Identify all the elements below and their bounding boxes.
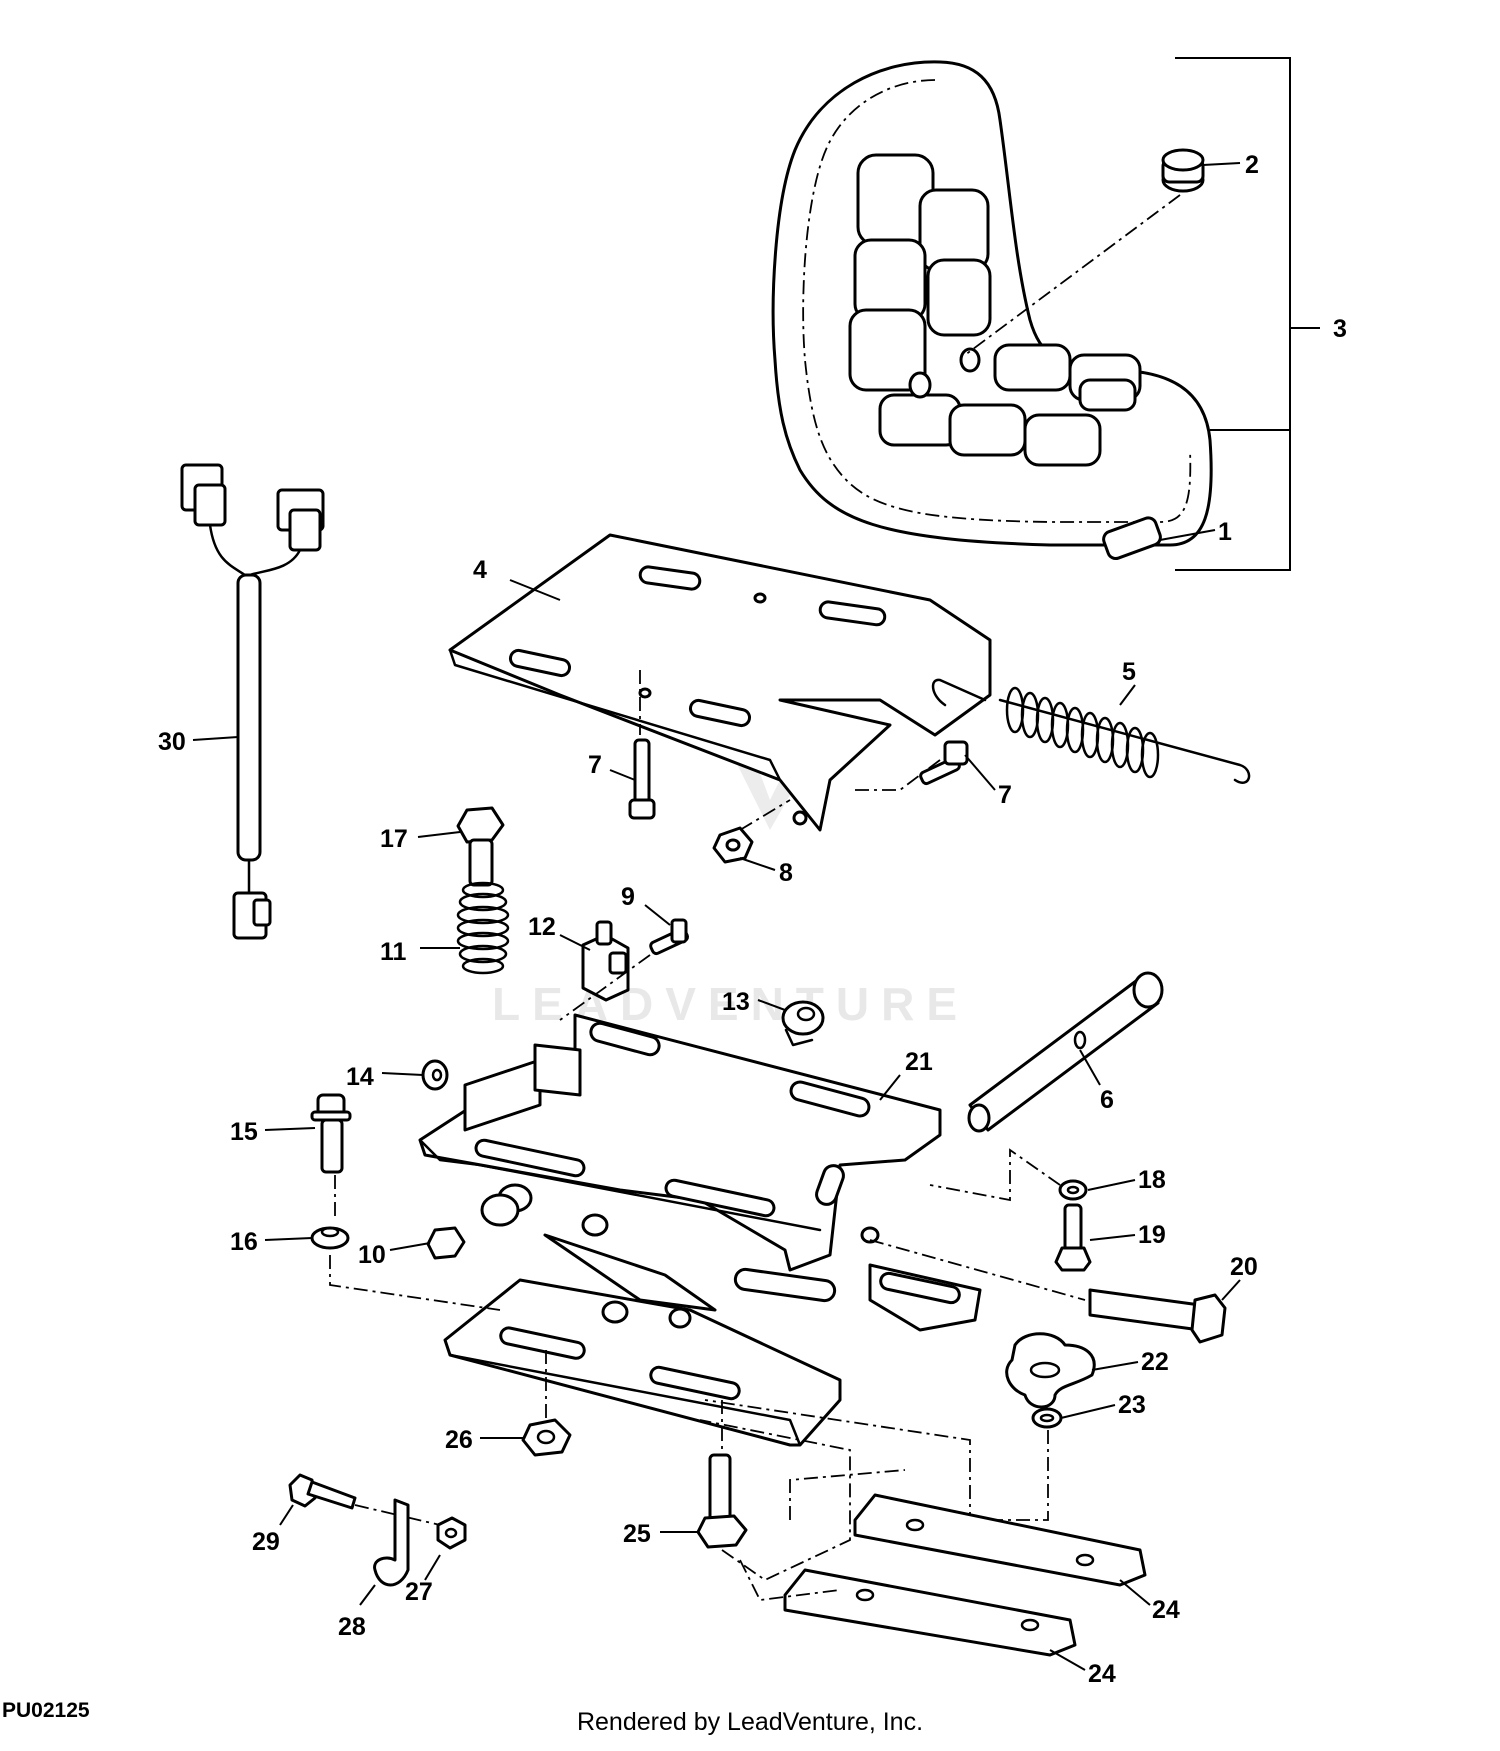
seat-plate-part-4 (448, 533, 992, 832)
render-credit: Rendered by LeadVenture, Inc. (576, 1708, 924, 1736)
callout-3: 3 (1333, 315, 1347, 343)
callout-5: 5 (1122, 658, 1136, 686)
bolt-part-7b (919, 740, 969, 786)
bolt-part-29 (288, 1473, 441, 1526)
pivot-pin-part-6 (967, 971, 1164, 1133)
nut-part-10 (426, 1226, 466, 1260)
callout-29: 29 (252, 1528, 280, 1556)
callout-18: 18 (1138, 1166, 1166, 1194)
callout-7b: 7 (998, 781, 1012, 809)
plate-part-24a (853, 1493, 1147, 1587)
callout-24b: 24 (1088, 1660, 1116, 1688)
callout-13: 13 (722, 988, 750, 1016)
callout-8: 8 (779, 859, 793, 887)
callout-10: 10 (358, 1241, 386, 1269)
bolt-part-7a (628, 738, 656, 820)
washer-part-16 (310, 1175, 501, 1311)
washer-part-14 (421, 1059, 449, 1091)
nut-part-8 (712, 799, 791, 864)
callout-9: 9 (621, 883, 635, 911)
callout-28: 28 (338, 1613, 366, 1641)
screw-part-9 (559, 918, 690, 1021)
callout-24a: 24 (1152, 1596, 1180, 1624)
callout-11: 11 (380, 938, 407, 966)
suspension-frame-part-21 (418, 1013, 942, 1312)
washer-part-18 (1058, 1179, 1088, 1201)
callout-21: 21 (905, 1048, 933, 1076)
callout-25: 25 (623, 1520, 651, 1548)
bumper-part-13 (781, 1000, 825, 1047)
spring-part-5 (931, 678, 1251, 784)
callout-14: 14 (346, 1063, 374, 1091)
bolt-part-19 (929, 1148, 1092, 1272)
callout-30: 30 (158, 728, 186, 756)
bolt-part-17 (456, 806, 505, 887)
callout-1: 1 (1218, 518, 1232, 546)
callout-4: 4 (473, 556, 487, 584)
callout-22: 22 (1141, 1348, 1169, 1376)
wiring-harness-part-30 (180, 463, 325, 940)
bolt-part-15 (310, 1093, 352, 1174)
callout-15: 15 (230, 1118, 258, 1146)
clip-part-28 (373, 1498, 410, 1587)
callout-19: 19 (1138, 1221, 1166, 1249)
callout-17: 17 (380, 825, 408, 853)
callout-2: 2 (1245, 151, 1259, 179)
clip-part-1 (1102, 516, 1162, 561)
plate-part-24b (739, 1469, 1077, 1657)
callout-12: 12 (528, 913, 556, 941)
callout-labels: 1 2 3 4 5 6 7 7 8 9 10 11 12 13 14 15 16… (158, 151, 1347, 1688)
callout-26: 26 (445, 1426, 473, 1454)
seat-assembly (771, 60, 1213, 547)
callout-20: 20 (1230, 1253, 1258, 1281)
nut-part-26 (521, 1350, 572, 1457)
callout-bracket-3 (1175, 57, 1320, 571)
figure-id: PU02125 (2, 1699, 90, 1722)
knob-part-22 (1005, 1332, 1096, 1409)
spring-part-11 (456, 881, 510, 975)
bolt-part-20 (869, 1239, 1227, 1344)
bumper-part-2 (964, 148, 1205, 356)
callout-6: 6 (1100, 1086, 1114, 1114)
callout-23: 23 (1118, 1391, 1146, 1419)
callout-7a: 7 (588, 751, 602, 779)
callout-27: 27 (405, 1578, 433, 1606)
switch-part-12 (581, 920, 630, 1002)
suspension-base (443, 1263, 982, 1447)
callout-16: 16 (230, 1228, 258, 1256)
nut-part-27 (436, 1516, 467, 1550)
watermark-text: LEADVENTURE (492, 978, 969, 1030)
